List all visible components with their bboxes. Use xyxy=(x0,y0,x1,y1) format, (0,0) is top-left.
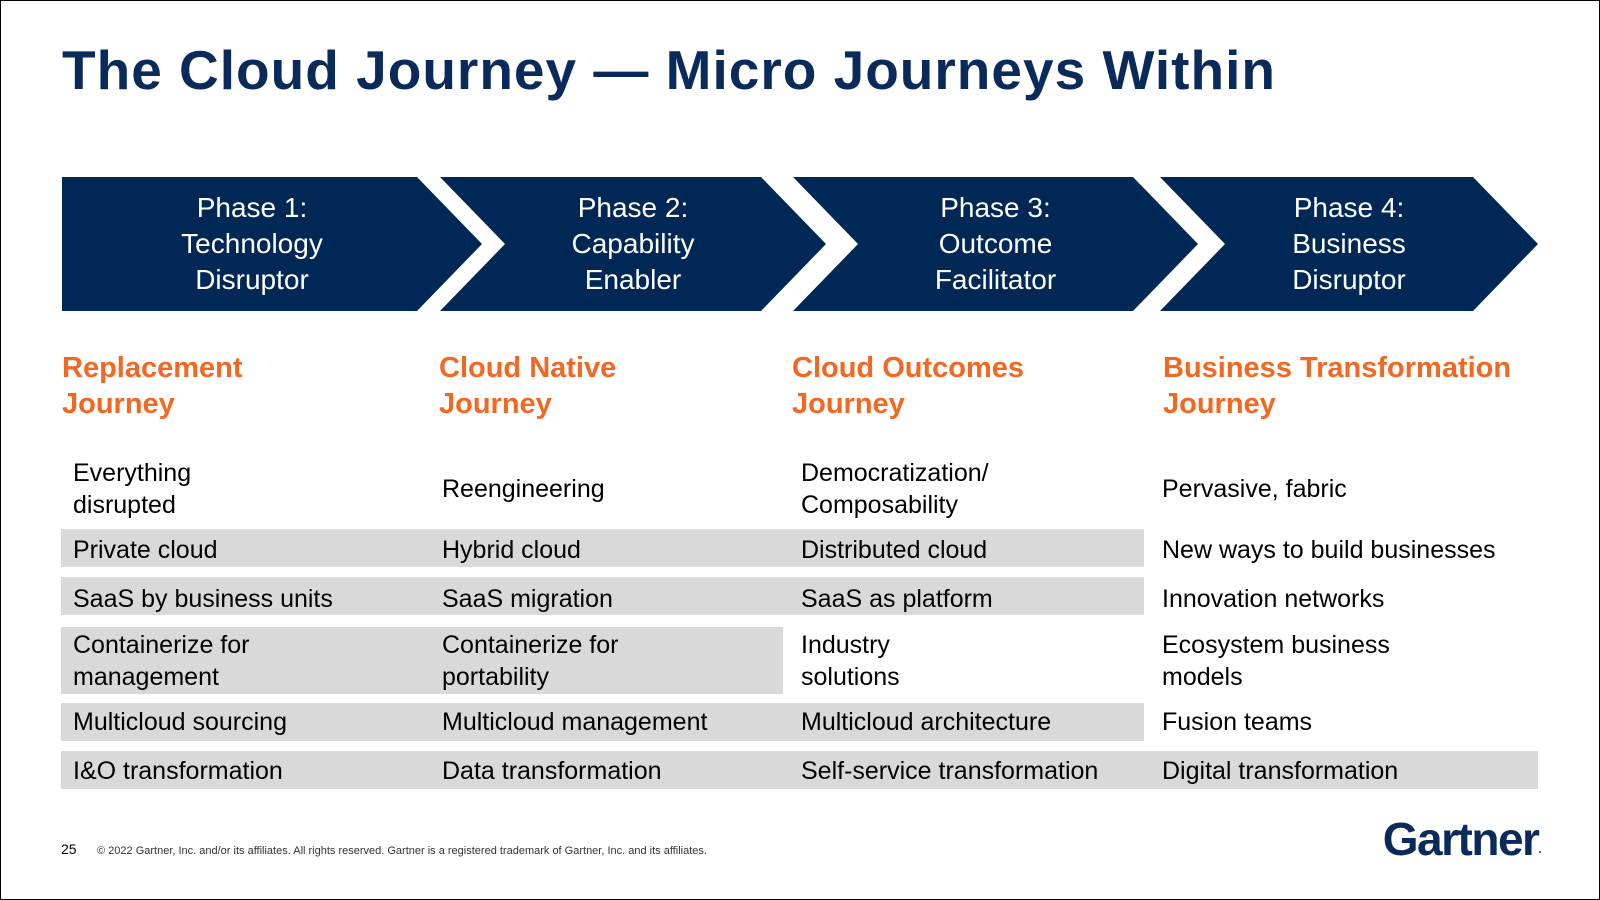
copyright-notice: © 2022 Gartner, Inc. and/or its affiliat… xyxy=(97,845,707,857)
table-cell: Innovation networks xyxy=(1162,585,1385,613)
table-cell: Pervasive, fabric xyxy=(1162,475,1347,503)
table-cell: Self-service transformation xyxy=(801,757,1099,785)
slide-title: The Cloud Journey — Micro Journeys Withi… xyxy=(62,39,1276,101)
table-cell: SaaS migration xyxy=(442,585,613,613)
journey-heading-2: Cloud Native Journey xyxy=(439,352,617,420)
phase-1-label: Phase 1: Technology Disruptor xyxy=(181,192,323,295)
row-shading xyxy=(61,751,1538,789)
phase-2-label: Phase 2: Capability Enabler xyxy=(571,192,695,295)
journey-heading-1: Replacement Journey xyxy=(62,352,243,420)
row-shading xyxy=(61,703,1144,741)
table-cell: Multicloud architecture xyxy=(801,708,1052,736)
logo-text: Gartner xyxy=(1382,813,1540,865)
page-number: 25 xyxy=(61,841,77,857)
table-cell: Hybrid cloud xyxy=(442,536,581,564)
row-shading xyxy=(61,577,1144,615)
table-cell: Democratization/ Composability xyxy=(801,459,989,519)
table-cell: SaaS by business units xyxy=(73,585,333,613)
chevron-shape xyxy=(1160,177,1538,311)
phase-3-label: Phase 3: Outcome Facilitator xyxy=(934,192,1057,295)
gartner-logo: Gartner. xyxy=(1382,812,1541,866)
phase-4-label: Phase 4: Business Disruptor xyxy=(1292,192,1406,295)
table-cell: New ways to build businesses xyxy=(1162,536,1496,564)
table-cell: Private cloud xyxy=(73,536,218,564)
logo-mark: . xyxy=(1538,844,1541,856)
table-cell: Multicloud management xyxy=(442,708,708,736)
chevron-shape xyxy=(62,177,482,311)
table-cell: Industry solutions xyxy=(801,631,900,691)
table-cell: Reengineering xyxy=(442,475,605,503)
table-cell: Data transformation xyxy=(442,757,662,785)
table-cell: Containerize for portability xyxy=(442,631,619,691)
table-cell: Containerize for management xyxy=(73,631,250,691)
table-cell: Everything disrupted xyxy=(73,459,192,519)
journey-heading-4: Business Transformation Journey xyxy=(1163,352,1512,420)
phase-3-chevron: Phase 3: Outcome Facilitator xyxy=(793,177,1198,311)
chevron-shape xyxy=(793,177,1198,311)
table-cell: Ecosystem business models xyxy=(1162,631,1390,691)
row-shading xyxy=(61,627,783,694)
table-cell: I&O transformation xyxy=(73,757,283,785)
table-cell: Fusion teams xyxy=(1162,708,1313,736)
table-cell: Distributed cloud xyxy=(801,536,988,564)
phase-1-chevron: Phase 1: Technology Disruptor xyxy=(62,177,482,311)
chevron-shape xyxy=(440,177,826,311)
phase-4-chevron: Phase 4: Business Disruptor xyxy=(1160,177,1538,311)
phase-2-chevron: Phase 2: Capability Enabler xyxy=(440,177,826,311)
table-cell: Digital transformation xyxy=(1162,757,1399,785)
table-cell: SaaS as platform xyxy=(801,585,993,613)
table-cell: Multicloud sourcing xyxy=(73,708,287,736)
journey-heading-3: Cloud Outcomes Journey xyxy=(792,352,1025,420)
row-shading xyxy=(61,529,1144,567)
